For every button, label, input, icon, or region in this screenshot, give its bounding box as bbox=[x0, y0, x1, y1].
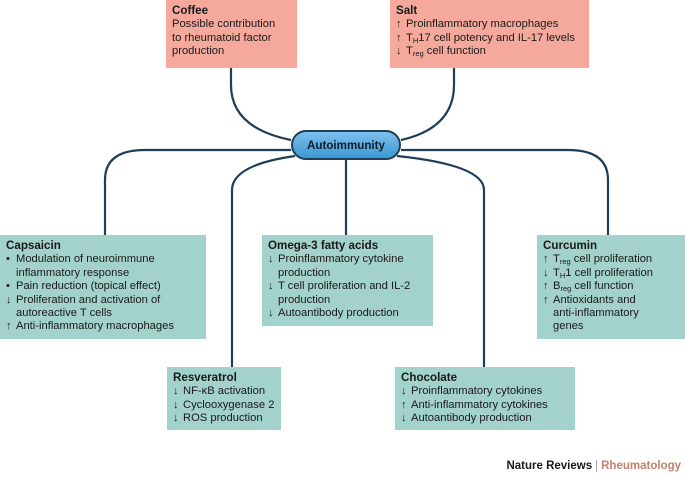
down-arrow-icon: ↓ bbox=[173, 385, 179, 398]
omega3-title: Omega-3 fatty acids bbox=[268, 239, 379, 252]
omega3-item: ↓T cell proliferation and IL-2 bbox=[268, 280, 411, 293]
down-arrow-icon: ↓ bbox=[173, 412, 179, 425]
down-arrow-icon: ↓ bbox=[6, 293, 12, 306]
up-arrow-icon: ↑ bbox=[543, 253, 549, 266]
down-arrow-icon: ↓ bbox=[268, 253, 274, 266]
down-arrow-icon: ↓ bbox=[401, 412, 407, 425]
down-arrow-icon: ↓ bbox=[268, 280, 274, 293]
curcumin-item: ↓TH1 cell proliferation bbox=[543, 266, 653, 280]
connector-resveratrol bbox=[230, 154, 296, 367]
capsaicin-item-cont: autoreactive T cells bbox=[16, 307, 112, 320]
salt-title: Salt bbox=[396, 4, 418, 17]
publisher-credit: Nature Reviews|Rheumatology bbox=[506, 460, 681, 472]
salt-item: ↓Treg cell function bbox=[396, 45, 486, 59]
connector-capsaicin bbox=[103, 148, 291, 235]
curcumin-box: Curcumin ↑Treg cell proliferation ↓TH1 c… bbox=[537, 235, 685, 339]
resveratrol-box: Resveratrol ↓NF-κB activation ↓Cyclooxyg… bbox=[167, 367, 281, 430]
capsaicin-item: ↓Proliferation and activation of bbox=[6, 293, 161, 306]
connector-chocolate bbox=[396, 154, 486, 367]
up-arrow-icon: ↑ bbox=[543, 293, 549, 306]
salt-item: ↑TH17 cell potency and IL-17 levels bbox=[396, 31, 575, 45]
down-arrow-icon: ↓ bbox=[396, 45, 402, 58]
curcumin-item: ↑Antioxidants and bbox=[543, 293, 636, 306]
capsaicin-item-cont: inflammatory response bbox=[16, 266, 130, 279]
coffee-box: Coffee Possible contribution to rheumato… bbox=[166, 0, 297, 68]
salt-item: ↑Proinflammatory macrophages bbox=[396, 18, 559, 31]
curcumin-item: ↑Breg cell function bbox=[543, 280, 634, 294]
resveratrol-item: ↓Cyclooxygenase 2 bbox=[173, 398, 275, 411]
resveratrol-item: ↓ROS production bbox=[173, 412, 263, 425]
omega3-item: ↓Proinflammatory cytokine bbox=[268, 253, 404, 266]
coffee-line: to rheumatoid factor bbox=[172, 31, 272, 44]
omega3-item-cont: production bbox=[278, 266, 331, 279]
capsaicin-box: Capsaicin •Modulation of neuroimmune inf… bbox=[0, 235, 206, 339]
coffee-line: production bbox=[172, 45, 225, 58]
curcumin-title: Curcumin bbox=[543, 239, 598, 252]
capsaicin-title: Capsaicin bbox=[6, 239, 61, 252]
chocolate-title: Chocolate bbox=[401, 371, 458, 384]
bullet-icon: • bbox=[6, 280, 10, 293]
up-arrow-icon: ↑ bbox=[401, 398, 407, 411]
chocolate-item: ↓Autoantibody production bbox=[401, 412, 532, 425]
omega3-item-cont: production bbox=[278, 293, 331, 306]
down-arrow-icon: ↓ bbox=[401, 385, 407, 398]
up-arrow-icon: ↑ bbox=[6, 320, 12, 333]
chocolate-box: Chocolate ↓Proinflammatory cytokines ↑An… bbox=[395, 367, 575, 430]
autoimmunity-label: Autoimmunity bbox=[307, 138, 385, 152]
connector-curcumin bbox=[401, 148, 610, 235]
chocolate-item: ↓Proinflammatory cytokines bbox=[401, 385, 543, 398]
capsaicin-item: ↑Anti-inflammatory macrophages bbox=[6, 320, 174, 333]
salt-box: Salt ↑Proinflammatory macrophages ↑TH17 … bbox=[390, 0, 589, 68]
curcumin-item: ↑Treg cell proliferation bbox=[543, 253, 653, 267]
capsaicin-item: •Pain reduction (topical effect) bbox=[6, 280, 161, 293]
autoimmunity-node: Autoimmunity bbox=[291, 130, 401, 160]
up-arrow-icon: ↑ bbox=[543, 280, 549, 293]
down-arrow-icon: ↓ bbox=[268, 307, 274, 320]
omega3-box: Omega-3 fatty acids ↓Proinflammatory cyt… bbox=[262, 235, 433, 326]
resveratrol-title: Resveratrol bbox=[173, 371, 237, 384]
resveratrol-item: ↓NF-κB activation bbox=[173, 385, 266, 398]
down-arrow-icon: ↓ bbox=[543, 266, 549, 279]
curcumin-item-cont: anti-inflammatory bbox=[553, 307, 639, 320]
publisher-name: Nature Reviews bbox=[506, 460, 593, 472]
coffee-title: Coffee bbox=[172, 4, 209, 17]
journal-name: Rheumatology bbox=[601, 460, 681, 472]
bullet-icon: • bbox=[6, 253, 10, 266]
coffee-line: Possible contribution bbox=[172, 18, 276, 31]
up-arrow-icon: ↑ bbox=[396, 18, 402, 31]
credit-separator: | bbox=[595, 460, 599, 472]
up-arrow-icon: ↑ bbox=[396, 31, 402, 44]
chocolate-item: ↑Anti-inflammatory cytokines bbox=[401, 398, 548, 411]
omega3-item: ↓Autoantibody production bbox=[268, 307, 399, 320]
connector-coffee bbox=[229, 68, 292, 142]
down-arrow-icon: ↓ bbox=[173, 398, 179, 411]
curcumin-item-cont: genes bbox=[553, 320, 584, 333]
capsaicin-item: •Modulation of neuroimmune bbox=[6, 253, 155, 266]
connector-salt bbox=[400, 68, 456, 142]
